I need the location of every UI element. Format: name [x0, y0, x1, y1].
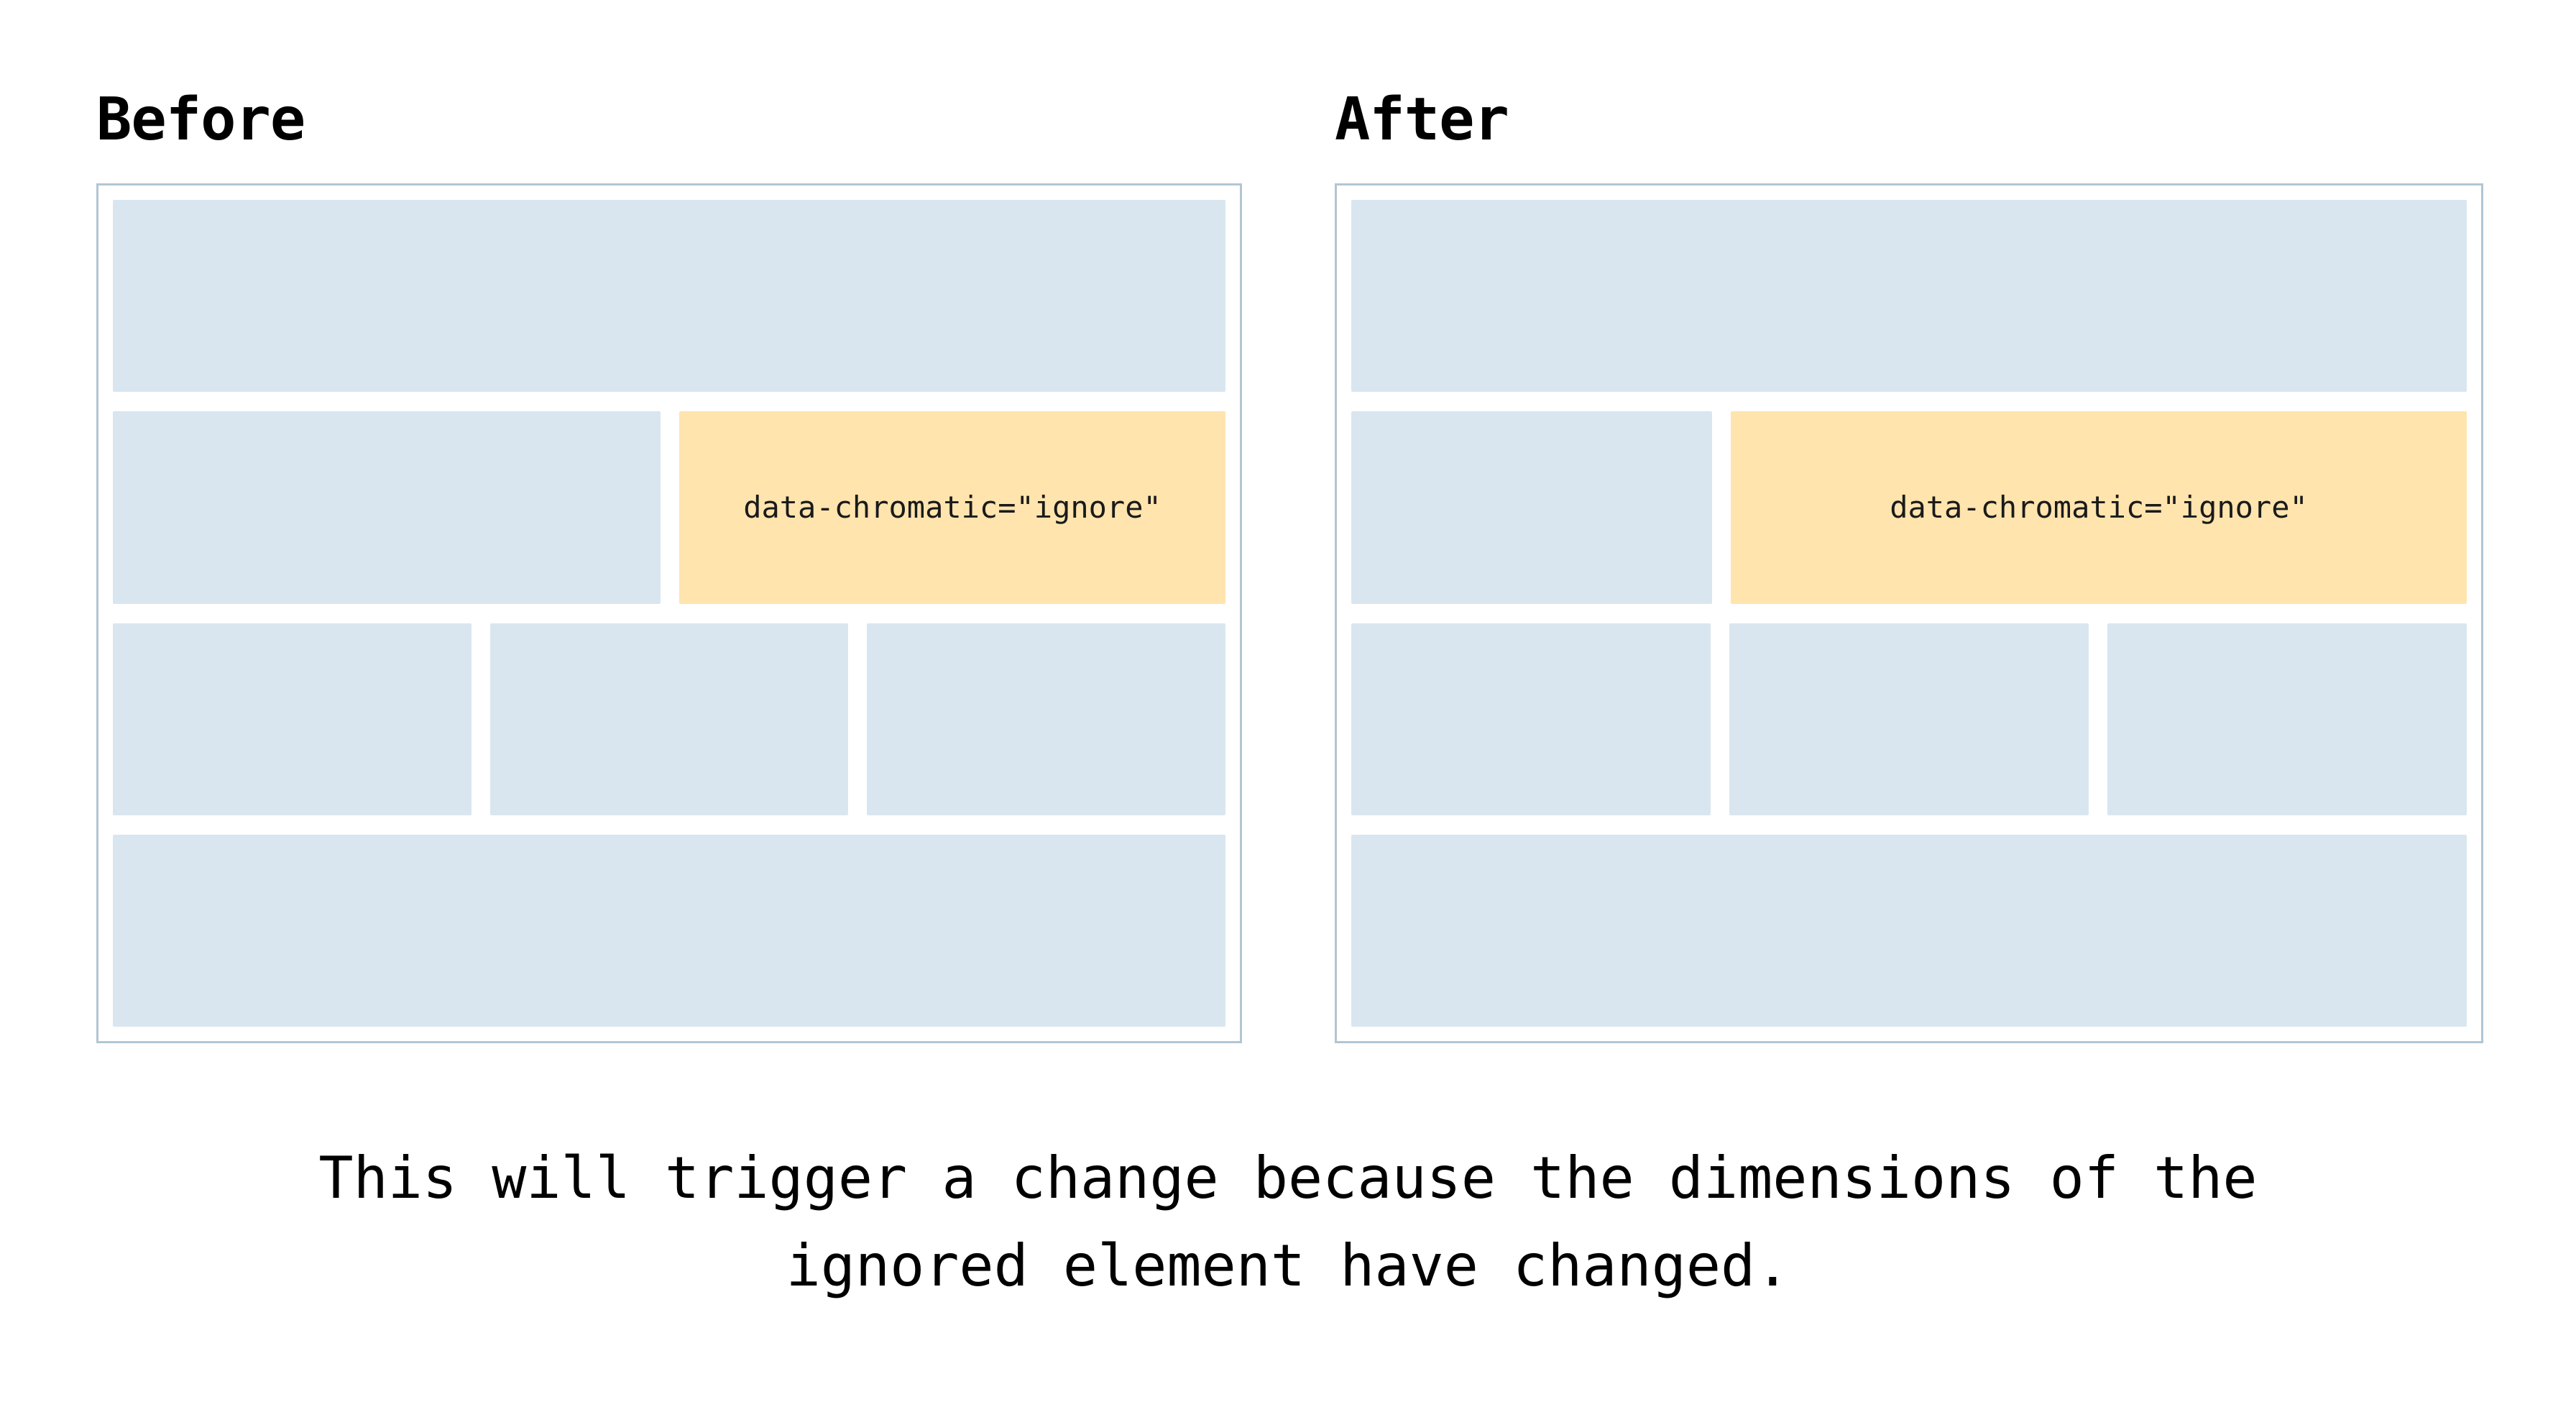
placeholder-block-left: [113, 411, 661, 604]
caption: This will trigger a change because the d…: [0, 1135, 2576, 1310]
ignored-element-block: data-chromatic="ignore": [1731, 411, 2467, 604]
placeholder-block-third-3: [867, 623, 1226, 815]
before-row-footer: [113, 834, 1225, 1027]
placeholder-block-third-1: [1351, 623, 1711, 815]
ignore-attr-label: data-chromatic="ignore": [743, 490, 1162, 526]
placeholder-block-header: [113, 200, 1225, 393]
placeholder-block-footer: [113, 834, 1225, 1027]
placeholder-block-footer: [1351, 834, 2467, 1027]
ignore-attr-label: data-chromatic="ignore": [1890, 490, 2308, 526]
before-row-header: [113, 200, 1225, 393]
after-title: After: [1335, 86, 1509, 154]
after-row-header: [1351, 200, 2467, 393]
caption-line-2: ignored element have changed.: [786, 1232, 1790, 1299]
placeholder-block-third-2: [489, 623, 849, 815]
placeholder-block-header: [1351, 200, 2467, 393]
after-row-footer: [1351, 834, 2467, 1027]
placeholder-block-third-1: [113, 623, 472, 815]
before-row-ignored: data-chromatic="ignore": [113, 411, 1225, 604]
placeholder-block-left: [1351, 411, 1712, 604]
caption-line-1: This will trigger a change because the d…: [318, 1145, 2258, 1211]
placeholder-block-third-3: [2107, 623, 2467, 815]
after-row-thirds: [1351, 623, 2467, 815]
before-row-thirds: [113, 623, 1226, 815]
ignored-element-block: data-chromatic="ignore": [679, 411, 1225, 604]
before-title: Before: [96, 86, 305, 154]
after-panel: data-chromatic="ignore": [1335, 183, 2483, 1043]
before-panel: data-chromatic="ignore": [96, 183, 1242, 1043]
after-row-ignored: data-chromatic="ignore": [1351, 411, 2467, 604]
placeholder-block-third-2: [1729, 623, 2089, 815]
